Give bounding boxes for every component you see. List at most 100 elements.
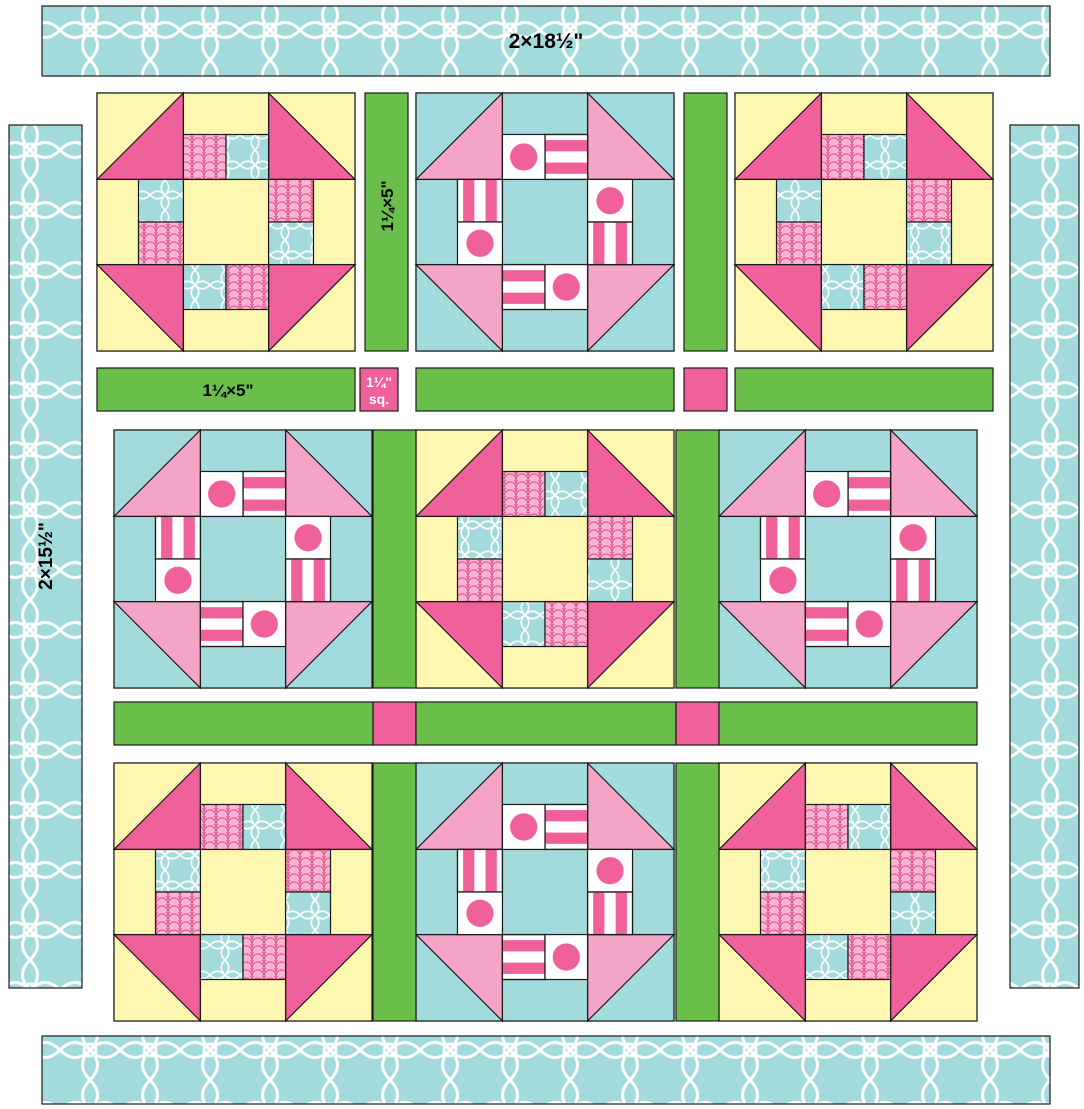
dot-piece-top-dot [813,480,840,507]
print-piece-right-b [588,559,633,602]
print-piece-bottom-b [848,935,891,980]
sashing-vertical-r2-a [373,430,416,688]
stripe-piece-bottom-stripe [502,293,545,304]
bottom-border [42,1036,1050,1104]
sashing-horizontal-h1-b [416,368,674,411]
stripe-piece-right-stripe [314,559,325,602]
sashing-vertical-r2-b [676,430,719,688]
stripe-piece-left-stripe [463,179,474,222]
print-piece-top-a [821,134,864,179]
print-piece-right-a [286,849,331,892]
stripe-piece-top-stripe [545,140,588,151]
dot-piece-top-dot [510,813,537,840]
sashing-horizontal-h2-b [416,702,676,745]
stripe-piece-top-stripe [545,833,588,844]
sashing-horizontal-h1-c [735,368,993,411]
stripe-piece-top-stripe [545,810,588,821]
center-square [805,516,890,601]
quilt-block-7 [114,763,372,1021]
dot-piece-top-dot [208,480,235,507]
print-piece-top-b [226,134,269,179]
stripe-piece-top-stripe [243,500,286,511]
quilt-block-2 [416,93,674,351]
dot-piece-left-dot [769,567,796,594]
stripe-piece-right-stripe [593,892,604,935]
quilt-block-3 [735,93,993,351]
print-piece-bottom-a [821,265,864,310]
stripe-piece-right-stripe [593,222,604,265]
sashing-horizontal-h2-a [114,702,373,745]
print-piece-top-a [200,804,243,849]
stripe-piece-top-stripe [243,477,286,488]
print-piece-right-a [588,516,633,559]
dot-piece-top-dot [510,143,537,170]
dot-piece-right-dot [596,187,623,214]
print-piece-left-b [760,892,805,935]
vertical-sashing-label: 1¼×5" [378,180,397,231]
print-piece-left-a [760,849,805,892]
print-piece-bottom-a [183,265,226,310]
stripe-piece-right-stripe [616,892,627,935]
sashing-horizontal-h2-c [719,702,977,745]
stripe-piece-top-stripe [848,500,891,511]
print-piece-right-b [891,892,936,935]
center-square [805,849,890,934]
print-piece-bottom-b [226,265,269,310]
stripe-piece-left-stripe [486,849,497,892]
stripe-piece-right-stripe [291,559,302,602]
right-border [1010,125,1079,988]
stripe-piece-left-stripe [766,516,777,559]
sashing-vertical-r3-a [373,763,416,1021]
center-square [200,516,285,601]
stripe-piece-bottom-stripe [805,630,848,641]
print-piece-top-b [545,471,588,516]
side-border-label: 2×15½" [36,522,57,590]
blocks-group [97,93,993,1021]
dot-piece-bottom-dot [553,273,580,300]
quilt-block-4 [114,430,372,688]
stripe-piece-bottom-stripe [502,270,545,281]
print-piece-left-b [155,892,200,935]
center-square [183,179,268,264]
stripe-piece-left-stripe [161,516,172,559]
stripe-piece-left-stripe [184,516,195,559]
print-piece-bottom-a [200,935,243,980]
dot-piece-right-dot [294,524,321,551]
stripe-piece-right-stripe [919,559,930,602]
sashing-vertical-r1-b [684,93,727,351]
quilt-block-5 [416,430,674,688]
print-piece-top-b [864,134,907,179]
stripe-piece-bottom-stripe [200,607,243,618]
center-square [502,179,587,264]
stripe-piece-right-stripe [896,559,907,602]
print-piece-bottom-a [805,935,848,980]
stripe-piece-left-stripe [789,516,800,559]
print-piece-right-b [286,892,331,935]
dot-piece-right-dot [899,524,926,551]
cornerstone-h1-b [684,368,727,411]
print-piece-right-b [269,222,314,265]
cornerstone-label-size: 1¼" [366,374,392,390]
dot-piece-left-dot [164,567,191,594]
print-piece-right-a [891,849,936,892]
stripe-piece-left-stripe [486,179,497,222]
print-piece-left-a [457,516,502,559]
dot-piece-bottom-dot [856,610,883,637]
top-border-label: 2×18½" [509,30,584,53]
stripe-piece-left-stripe [463,849,474,892]
print-piece-left-a [776,179,821,222]
print-piece-top-a [805,804,848,849]
print-piece-right-b [907,222,952,265]
print-piece-top-a [183,134,226,179]
dot-piece-right-dot [596,857,623,884]
print-piece-right-a [907,179,952,222]
print-piece-left-a [138,179,183,222]
stripe-piece-bottom-stripe [502,940,545,951]
print-piece-right-a [269,179,314,222]
print-piece-left-b [138,222,183,265]
print-piece-left-b [776,222,821,265]
print-piece-bottom-b [545,602,588,647]
print-piece-bottom-b [243,935,286,980]
print-piece-bottom-b [864,265,907,310]
